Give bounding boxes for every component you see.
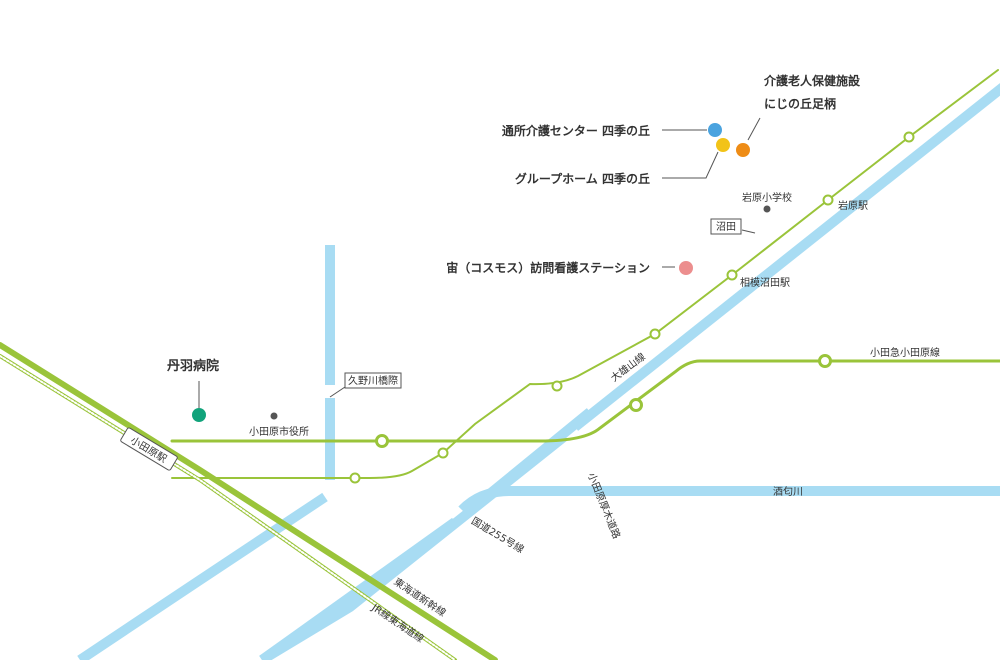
sagami-numata-station-label: 相模沼田駅 [740, 276, 790, 289]
shinkansen-line [0, 342, 498, 660]
kunogawa-box [344, 372, 402, 389]
numata-label: 沼田 [716, 220, 736, 233]
hospital-dot [192, 408, 206, 422]
hospital-label: 丹羽病院 [167, 358, 219, 374]
rojin-dot [736, 143, 750, 157]
rojin-label-line1: 介護老人保健施設 [763, 73, 861, 88]
leader-numata [741, 229, 756, 234]
station-circle [349, 472, 361, 484]
sakawa-river-label: 酒匂川 [773, 485, 803, 498]
tsusho-label: 通所介護センター 四季の丘 [502, 123, 650, 138]
station-circle-iwahara [822, 194, 834, 206]
facility-dots [192, 123, 771, 422]
station-circle [629, 398, 643, 412]
daiyuzan-line [171, 69, 999, 479]
station-circle [551, 380, 563, 392]
leader-lines [198, 117, 761, 408]
houmon-dot [679, 261, 693, 275]
station-markers [349, 131, 915, 484]
station-circle-sagami-numata [726, 269, 738, 281]
school-label: 岩原小学校 [742, 191, 792, 204]
rojin-label-line2: にじの丘足柄 [764, 96, 836, 111]
group-home-dot [716, 138, 730, 152]
iwahara-station-label: 岩原駅 [838, 199, 868, 212]
rail-lines [0, 69, 1000, 660]
leader-kunogawa [329, 386, 346, 398]
jr-tokaido-ladder [0, 355, 456, 660]
city-hall-dot [270, 412, 278, 420]
houmon-label: 宙（コスモス）訪問看護ステーション [446, 260, 650, 275]
leader-rojin [747, 117, 761, 141]
group-home-label: グループホーム 四季の丘 [515, 171, 650, 186]
leader-group-home [662, 151, 719, 179]
route-255-upper [571, 83, 1000, 431]
station-circle [818, 354, 832, 368]
station-circle [437, 447, 449, 459]
school-dot [763, 205, 771, 213]
city-hall-label: 小田原市役所 [249, 425, 309, 438]
kunogawa-label: 久野川橋際 [348, 374, 398, 387]
station-circle [649, 328, 661, 340]
station-circle [903, 131, 915, 143]
sakawa-river [458, 486, 1000, 514]
route-255-label: 国道255号線 [469, 514, 526, 556]
numata-box [710, 218, 742, 235]
odakyu-line-label: 小田急小田原線 [870, 346, 940, 359]
atsugi-road-label: 小田原厚木道路 [585, 471, 623, 541]
station-circle [375, 434, 389, 448]
tsusho-dot [708, 123, 722, 137]
